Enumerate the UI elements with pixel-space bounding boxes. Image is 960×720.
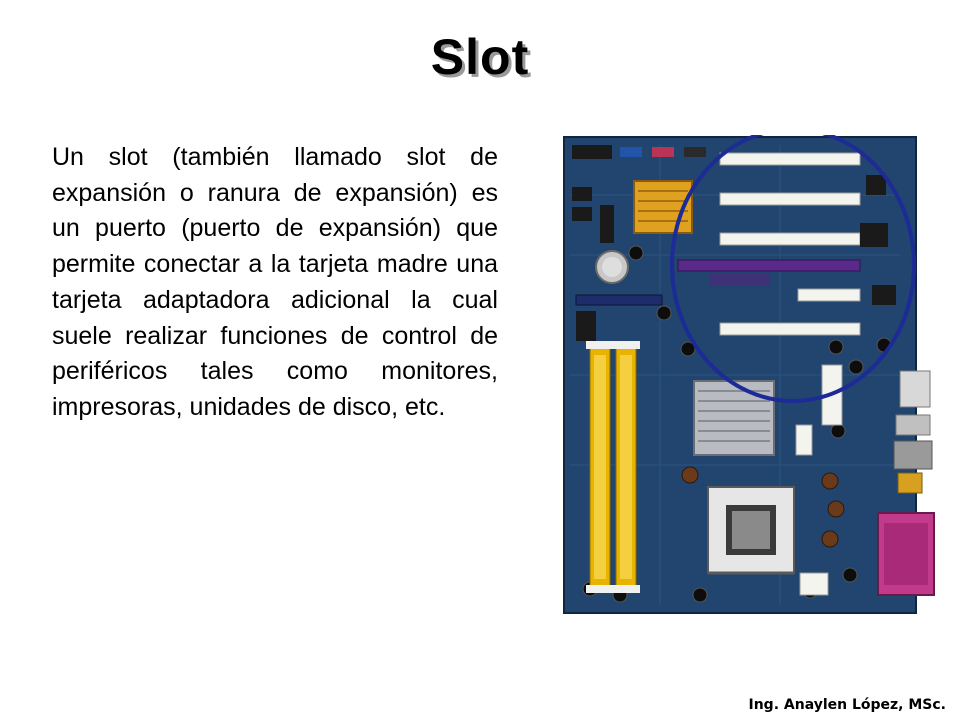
pcie-slot [677,259,861,272]
pci-slots [719,152,861,336]
slot-highlight-circle [670,135,916,403]
dimm-slots [586,341,640,593]
slide-title: Slot [430,29,530,85]
slide-body-text: Un slot (también llamado slot de expansi… [52,143,498,421]
northbridge-heatsink [693,380,775,456]
author-footer: Ing. Anaylen López, MSc. [748,697,947,713]
motherboard-image [563,135,935,614]
